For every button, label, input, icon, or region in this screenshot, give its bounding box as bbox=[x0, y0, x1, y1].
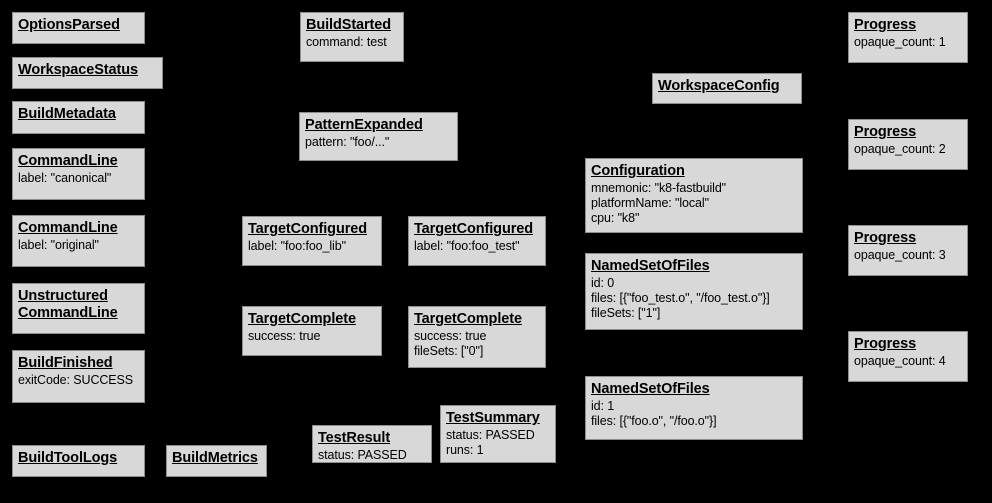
event-node-title: CommandLine bbox=[18, 220, 118, 236]
event-node-title: Unstructured CommandLine bbox=[18, 288, 118, 322]
event-node-progress-3[interactable]: Progress opaque_count: 3 bbox=[848, 225, 968, 276]
event-node-field: label: "foo:foo_lib" bbox=[248, 239, 346, 254]
event-node-build-metadata[interactable]: BuildMetadata bbox=[12, 101, 145, 134]
event-node-title: WorkspaceStatus bbox=[18, 62, 138, 78]
event-node-field: opaque_count: 4 bbox=[854, 354, 946, 369]
event-node-target-configured-foo-test[interactable]: TargetConfigured label: "foo:foo_test" bbox=[408, 216, 546, 266]
event-node-workspace-config[interactable]: WorkspaceConfig bbox=[652, 73, 802, 104]
event-node-title: WorkspaceConfig bbox=[658, 78, 780, 94]
event-node-workspace-status[interactable]: WorkspaceStatus bbox=[12, 57, 163, 89]
event-node-build-tool-logs[interactable]: BuildToolLogs bbox=[12, 445, 145, 477]
event-node-title: NamedSetOfFiles bbox=[591, 258, 710, 274]
event-node-field: success: true bbox=[248, 329, 321, 344]
event-node-field: mnemonic: "k8-fastbuild" bbox=[591, 181, 727, 196]
event-node-build-finished[interactable]: BuildFinished exitCode: SUCCESS bbox=[12, 350, 145, 403]
event-node-title: CommandLine bbox=[18, 153, 118, 169]
event-node-title: Progress bbox=[854, 230, 917, 246]
event-node-title: NamedSetOfFiles bbox=[591, 381, 710, 397]
event-node-field: id: 1 bbox=[591, 399, 615, 414]
event-node-field: files: [{"foo.o", "/foo.o"}] bbox=[591, 413, 717, 428]
event-node-target-complete-lib[interactable]: TargetComplete success: true bbox=[242, 306, 382, 356]
event-node-command-line-canonical[interactable]: CommandLine label: "canonical" bbox=[12, 148, 145, 200]
event-node-options-parsed[interactable]: OptionsParsed bbox=[12, 12, 145, 44]
event-node-field: pattern: "foo/..." bbox=[305, 135, 390, 150]
event-node-title: Progress bbox=[854, 124, 917, 140]
event-node-field: opaque_count: 2 bbox=[854, 142, 946, 157]
event-node-field: opaque_count: 3 bbox=[854, 248, 946, 263]
event-node-command-line-original[interactable]: CommandLine label: "original" bbox=[12, 215, 145, 267]
event-node-field: label: "canonical" bbox=[18, 171, 112, 186]
event-node-title: Progress bbox=[854, 17, 917, 33]
event-node-title: TargetConfigured bbox=[414, 221, 533, 237]
event-node-field: fileSets: ["1"] bbox=[591, 305, 661, 320]
event-node-build-metrics[interactable]: BuildMetrics bbox=[166, 445, 267, 477]
event-node-title: OptionsParsed bbox=[18, 17, 120, 33]
event-node-field: status: PASSED bbox=[446, 428, 535, 443]
event-node-field: opaque_count: 1 bbox=[854, 35, 946, 50]
event-node-field: platformName: "local" bbox=[591, 195, 709, 210]
event-node-progress-2[interactable]: Progress opaque_count: 2 bbox=[848, 119, 968, 170]
event-node-title: TestSummary bbox=[446, 410, 540, 426]
event-node-field: success: true bbox=[414, 329, 487, 344]
event-node-field: command: test bbox=[306, 35, 387, 50]
event-node-progress-1[interactable]: Progress opaque_count: 1 bbox=[848, 12, 968, 63]
event-node-title: PatternExpanded bbox=[305, 117, 423, 133]
event-node-title: BuildMetrics bbox=[172, 450, 258, 466]
event-node-title: TestResult bbox=[318, 430, 391, 446]
event-node-field: fileSets: ["0"] bbox=[414, 343, 484, 358]
event-node-test-result[interactable]: TestResult status: PASSED bbox=[312, 425, 432, 463]
event-node-field: runs: 1 bbox=[446, 442, 484, 457]
event-node-unstructured-command-line[interactable]: Unstructured CommandLine bbox=[12, 283, 145, 334]
event-node-target-configured-foo-lib[interactable]: TargetConfigured label: "foo:foo_lib" bbox=[242, 216, 382, 266]
event-node-title: BuildStarted bbox=[306, 17, 392, 33]
event-node-field: status: PASSED bbox=[318, 448, 407, 463]
event-node-field: id: 0 bbox=[591, 276, 615, 291]
event-node-title: TargetConfigured bbox=[248, 221, 367, 237]
event-node-build-started[interactable]: BuildStarted command: test bbox=[300, 12, 404, 62]
event-node-pattern-expanded[interactable]: PatternExpanded pattern: "foo/..." bbox=[299, 112, 458, 161]
event-node-title: BuildFinished bbox=[18, 355, 113, 371]
event-node-field: cpu: "k8" bbox=[591, 210, 640, 225]
event-node-field: label: "foo:foo_test" bbox=[414, 239, 520, 254]
event-node-title: BuildToolLogs bbox=[18, 450, 118, 466]
event-node-title: BuildMetadata bbox=[18, 106, 116, 122]
event-node-field: files: [{"foo_test.o", "/foo_test.o"}] bbox=[591, 290, 770, 305]
event-node-progress-4[interactable]: Progress opaque_count: 4 bbox=[848, 331, 968, 382]
event-node-field: label: "original" bbox=[18, 238, 99, 253]
event-node-field: exitCode: SUCCESS bbox=[18, 373, 134, 388]
event-node-configuration[interactable]: Configuration mnemonic: "k8-fastbuild"pla… bbox=[585, 158, 803, 233]
event-node-title: TargetComplete bbox=[248, 311, 356, 327]
event-node-title: Progress bbox=[854, 336, 917, 352]
event-node-title: TargetComplete bbox=[414, 311, 522, 327]
event-node-title: Configuration bbox=[591, 163, 685, 179]
